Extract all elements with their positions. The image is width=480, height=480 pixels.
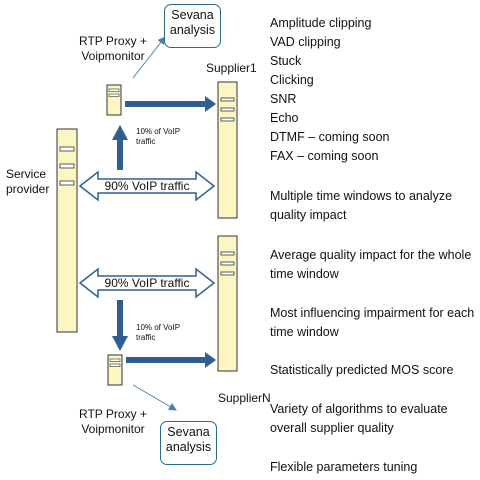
feature-time-windows-line1: Multiple time windows to analyze — [270, 189, 453, 203]
proxy-bottom-server — [107, 354, 123, 386]
analysis-top-line1: Sevana — [171, 8, 214, 22]
feature-average: Average quality impact for the whole tim… — [270, 247, 471, 282]
feature-time-windows-line2: quality impact — [270, 208, 347, 222]
tap-top-label-line1: 10% of VoIP — [136, 127, 181, 136]
proxy-top-label-line2: Voipmonitor — [81, 49, 145, 63]
proxy-top-to-analysis-arrow — [132, 36, 166, 79]
feature-item: SNR — [270, 92, 297, 106]
tap-bottom-arrow — [112, 300, 128, 351]
service-provider-label-line2: provider — [6, 182, 50, 196]
feature-impairments-list: Amplitude clipping VAD clipping Stuck Cl… — [270, 15, 389, 164]
service-provider-label: Service provider — [6, 167, 49, 197]
proxy-top-label-line1: RTP Proxy + — [79, 34, 147, 48]
feature-time-windows: Multiple time windows to analyze quality… — [270, 188, 452, 223]
feature-item: Stuck — [270, 54, 302, 68]
tap-top-label-line2: traffic — [136, 137, 156, 146]
feature-item: VAD clipping — [270, 35, 341, 49]
feature-most-influencing: Most influencing impairment for each tim… — [270, 305, 474, 340]
proxy-bottom-to-supplierN-arrow — [126, 352, 216, 368]
feature-algorithms-line1: Variety of algorithms to evaluate — [270, 402, 448, 416]
proxy-top-label: RTP Proxy + Voipmonitor — [70, 34, 156, 64]
feature-average-line1: Average quality impact for the whole — [270, 248, 472, 262]
proxy-bottom-to-analysis-arrow — [132, 384, 177, 411]
supplierN-server — [217, 235, 238, 372]
feature-most-influencing-line1: Most influencing impairment for each — [270, 306, 475, 320]
analysis-bottom-line1: Sevana — [167, 425, 210, 439]
analysis-box-top: Sevana analysis — [164, 4, 221, 48]
feature-most-influencing-line2: time window — [270, 325, 339, 339]
tap-bottom-label: 10% of VoIP traffic — [136, 323, 180, 343]
feature-item: DTMF – coming soon — [270, 130, 390, 144]
feature-item: Amplitude clipping — [270, 16, 372, 30]
service-provider-label-line1: Service — [6, 167, 47, 181]
feature-algorithms-line2: overall supplier quality — [270, 421, 394, 435]
feature-algorithms: Variety of algorithms to evaluate overal… — [270, 401, 448, 436]
service-provider-server — [56, 128, 78, 333]
supplier1-label: Supplier1 — [206, 61, 257, 75]
tap-bottom-label-line2: traffic — [136, 333, 156, 342]
supplier1-server — [217, 81, 238, 219]
traffic-top-double-arrow — [78, 170, 216, 202]
traffic-bottom-label: 90% VoIP traffic — [104, 276, 190, 290]
supplierN-label: SupplierN — [218, 391, 271, 405]
feature-mos: Statistically predicted MOS score — [270, 363, 454, 377]
tap-top-label: 10% of VoIP traffic — [136, 127, 180, 147]
tap-top-arrow — [112, 125, 128, 170]
traffic-top-label: 90% VoIP traffic — [104, 179, 190, 193]
feature-item: Clicking — [270, 73, 314, 87]
proxy-bottom-label-line1: RTP Proxy + — [79, 407, 147, 421]
feature-item: FAX – coming soon — [270, 149, 379, 163]
feature-average-line2: time window — [270, 267, 339, 281]
proxy-top-to-supplier1-arrow — [125, 96, 216, 112]
feature-item: Echo — [270, 111, 299, 125]
proxy-top-server — [106, 84, 122, 116]
analysis-top-line2: analysis — [169, 23, 216, 37]
analysis-bottom-line2: analysis — [165, 440, 212, 454]
feature-tuning: Flexible parameters tuning — [270, 460, 418, 474]
traffic-bottom-double-arrow — [78, 267, 216, 299]
analysis-box-bottom: Sevana analysis — [160, 421, 217, 465]
tap-bottom-label-line1: 10% of VoIP — [136, 323, 181, 332]
proxy-bottom-label: RTP Proxy + Voipmonitor — [70, 407, 156, 437]
proxy-bottom-label-line2: Voipmonitor — [81, 422, 145, 436]
